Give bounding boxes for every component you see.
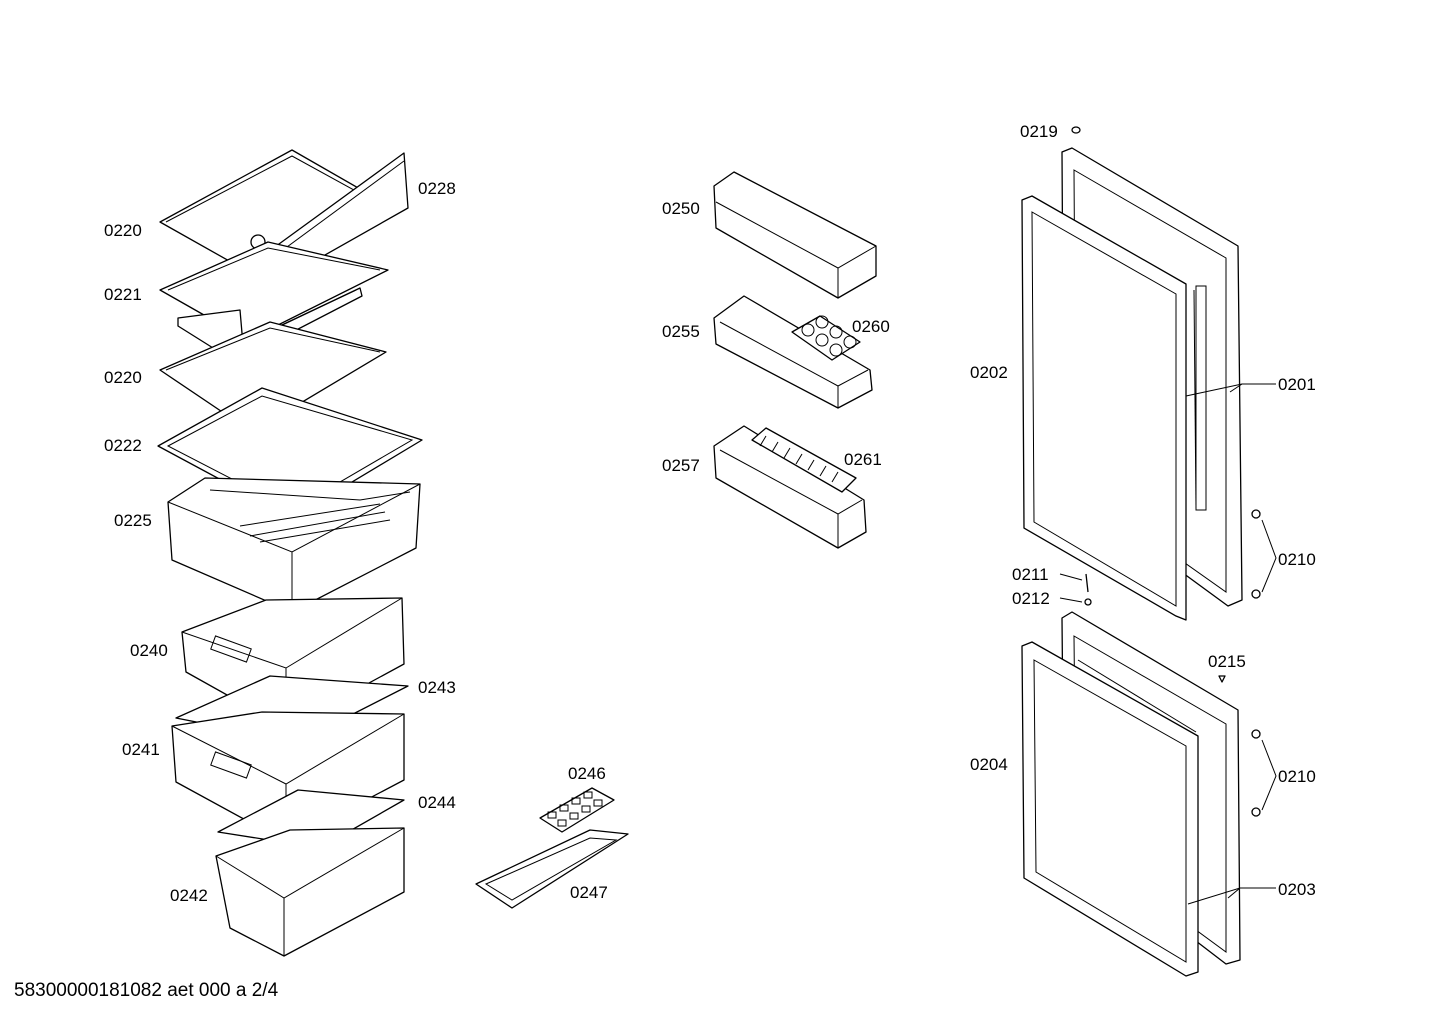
label-0201: 0201 bbox=[1278, 375, 1316, 394]
label-0211: 0211 bbox=[1012, 565, 1049, 584]
label-0210-upper: 0210 bbox=[1278, 550, 1316, 569]
part-crisper-drawer-large bbox=[167, 477, 421, 613]
label-0244: 0244 bbox=[418, 793, 456, 812]
label-0246: 0246 bbox=[568, 764, 606, 783]
label-0228: 0228 bbox=[418, 179, 456, 198]
part-labels: 0220 0228 0221 0220 0222 0225 0240 0243 … bbox=[104, 122, 1316, 905]
label-0210-lower: 0210 bbox=[1278, 767, 1316, 786]
label-0247: 0247 bbox=[570, 883, 608, 902]
part-screws-0210-lower bbox=[1251, 729, 1261, 817]
part-ice-cube-tray bbox=[539, 787, 615, 833]
part-drawer-0242 bbox=[215, 827, 405, 957]
part-egg-tray bbox=[791, 315, 861, 361]
label-0215: 0215 bbox=[1208, 652, 1246, 671]
label-0219: 0219 bbox=[1020, 122, 1058, 141]
label-0240: 0240 bbox=[130, 641, 168, 660]
label-0225: 0225 bbox=[114, 511, 152, 530]
part-screws-0210-upper bbox=[1251, 509, 1261, 599]
drawing-number: 58300000181082 aet 000 a 2/4 bbox=[14, 980, 279, 1001]
label-0220-top: 0220 bbox=[104, 221, 142, 240]
label-0242: 0242 bbox=[170, 886, 208, 905]
part-ice-storage-tray bbox=[475, 829, 629, 909]
leader-lines bbox=[1059, 383, 1277, 905]
part-door-gasket-lower bbox=[1021, 641, 1199, 977]
label-0202: 0202 bbox=[970, 363, 1008, 382]
label-0204: 0204 bbox=[970, 755, 1008, 774]
part-bottle-holder bbox=[751, 427, 857, 493]
label-0241: 0241 bbox=[122, 740, 160, 759]
label-0243: 0243 bbox=[418, 678, 456, 697]
label-0203: 0203 bbox=[1278, 880, 1316, 899]
label-0212: 0212 bbox=[1012, 589, 1050, 608]
label-0260: 0260 bbox=[852, 317, 890, 336]
part-door-bin-lid bbox=[713, 171, 877, 299]
label-0257: 0257 bbox=[662, 456, 700, 475]
label-0221: 0221 bbox=[104, 285, 142, 304]
part-door-bin-0255 bbox=[713, 295, 873, 409]
part-door-bin-0257 bbox=[713, 425, 867, 549]
label-0220-middle: 0220 bbox=[104, 368, 142, 387]
label-0261: 0261 bbox=[844, 450, 882, 469]
part-cap-0219 bbox=[1071, 126, 1081, 134]
part-cap-0215 bbox=[1218, 675, 1226, 683]
part-door-gasket-upper bbox=[1021, 195, 1187, 621]
label-0222: 0222 bbox=[104, 436, 142, 455]
part-hinge-pin bbox=[1084, 573, 1092, 606]
label-0255: 0255 bbox=[662, 322, 700, 341]
label-0250: 0250 bbox=[662, 199, 700, 218]
